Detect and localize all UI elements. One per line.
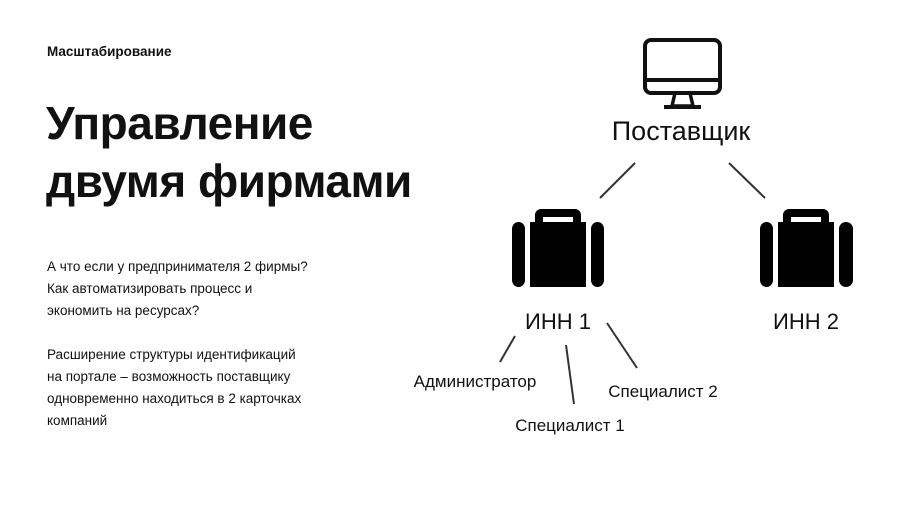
section-kicker: Масштабирование [47,44,172,59]
connector-line [728,162,766,199]
connector-line [499,335,516,363]
connector-line [565,344,575,405]
solution-paragraph: Расширение структуры идентификаций на по… [47,344,301,432]
briefcase-icon [512,209,604,287]
text-line: экономить на ресурсах? [47,303,200,318]
title-line: Управление [46,97,313,149]
text-line: А что если у предпринимателя 2 фирмы? [47,259,308,274]
question-paragraph: А что если у предпринимателя 2 фирмы? Ка… [47,256,308,322]
company-label: ИНН 2 [773,309,839,334]
role-label: Специалист 1 [515,416,625,435]
connector-line [599,162,636,199]
text-line: компаний [47,413,108,428]
role-label: Администратор [413,372,537,391]
monitor-icon [643,38,722,109]
text-line: на портале – возможность поставщику [47,369,291,384]
text-line: Как автоматизировать процесс и [47,281,253,296]
briefcase-icon [760,209,853,287]
slide-title: Управление двумя фирмами [46,94,412,210]
text-line: Расширение структуры идентификаций [47,347,296,362]
connector-line [606,322,638,369]
supplier-label: Поставщик [611,116,751,146]
company-label: ИНН 1 [525,309,591,334]
text-line: одновременно находиться в 2 карточках [47,391,302,406]
role-label: Специалист 2 [608,382,718,401]
title-line: двумя фирмами [46,155,412,207]
